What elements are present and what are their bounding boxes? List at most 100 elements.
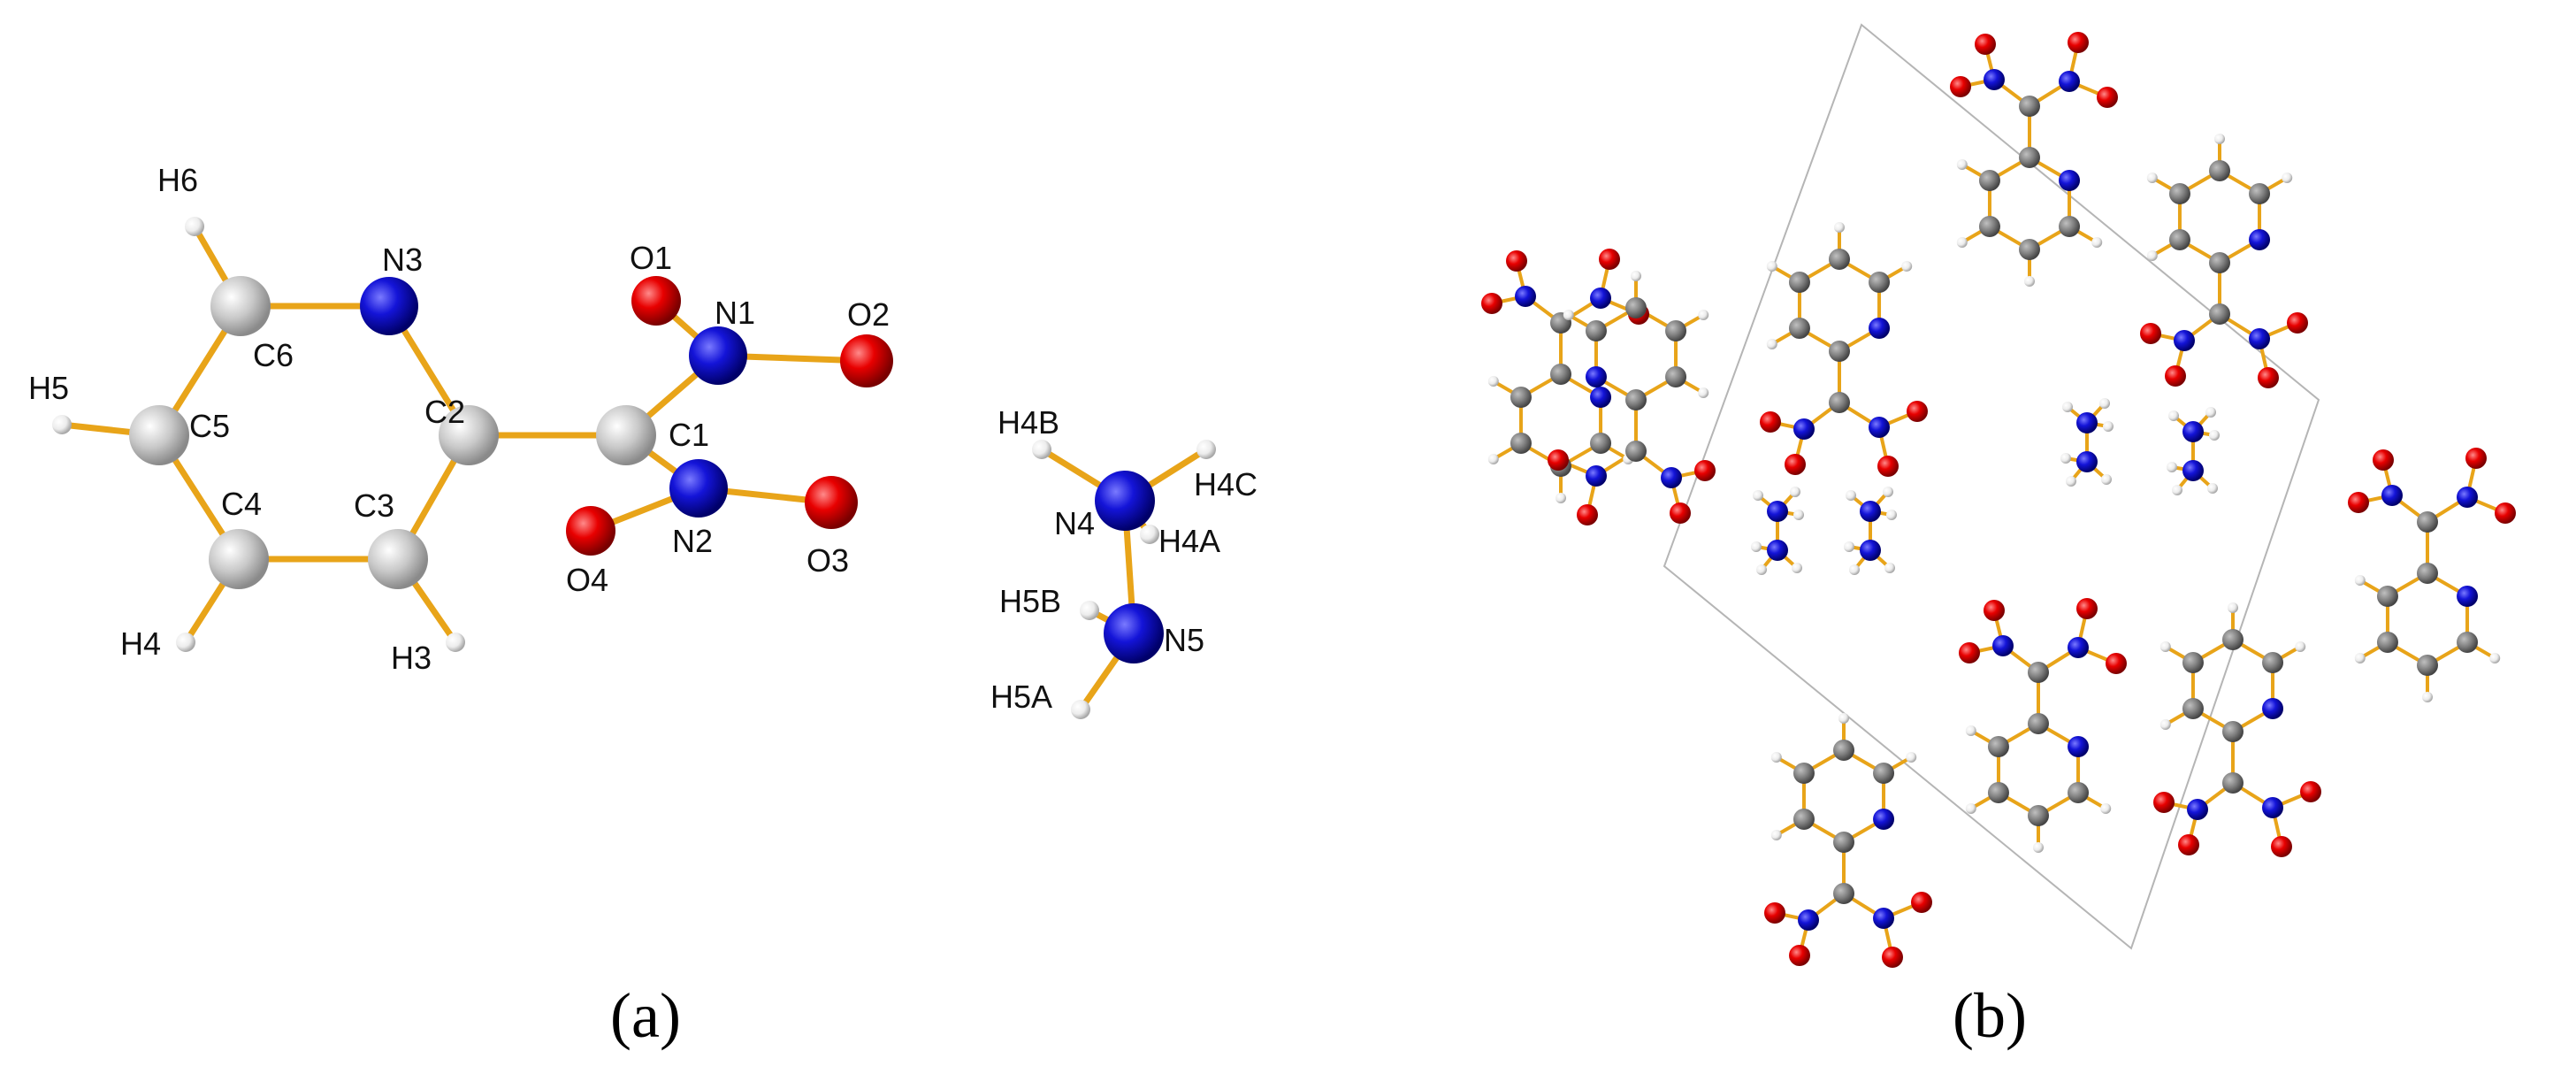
- panel-a-molecule: H6 N3 C6 H5 C5 C2 C4 C3 H4 H3 O1 N1 O2 C…: [28, 162, 1257, 1051]
- atom-packing-o: [1694, 459, 1716, 481]
- label-c1: C1: [669, 417, 709, 453]
- atom-h4b: [1032, 440, 1051, 459]
- atom-packing-o: [1785, 454, 1806, 475]
- atom-packing-h: [2228, 602, 2238, 613]
- atom-packing-n: [2182, 421, 2204, 442]
- atom-packing-o: [1877, 456, 1899, 477]
- atom-packing-n: [1873, 908, 1894, 929]
- atom-packing-h: [1849, 564, 1860, 575]
- label-h6: H6: [157, 162, 198, 198]
- atom-packing-n: [1515, 286, 1536, 307]
- atom-packing-h: [1790, 487, 1800, 497]
- atom-packing-o: [2140, 323, 2161, 344]
- atom-packing-c: [1792, 809, 1815, 830]
- atom-packing-o: [1975, 34, 1996, 55]
- panel-b-atoms: [1481, 32, 2516, 968]
- atom-packing-h: [2207, 483, 2218, 494]
- atom-packing-c: [2222, 772, 2243, 794]
- atom-h4c: [1196, 440, 1216, 459]
- atom-packing-h: [1965, 725, 1976, 736]
- atom-packing-c: [1833, 740, 1854, 761]
- atom-packing-h: [1886, 510, 1897, 520]
- atom-packing-n: [2249, 229, 2271, 250]
- atom-packing-c: [1792, 763, 1815, 784]
- atom-packing-c: [1625, 389, 1647, 410]
- atom-packing-o: [2068, 32, 2089, 53]
- atom-packing-h: [1901, 261, 1913, 272]
- label-n3: N3: [382, 242, 423, 278]
- atom-packing-n: [2457, 586, 2479, 607]
- atom-packing-c: [2068, 782, 2090, 803]
- panel-b-caption: (b): [1953, 980, 2027, 1051]
- atom-packing-c: [2222, 629, 2243, 650]
- atom-packing-h: [2168, 410, 2179, 421]
- atom-packing-n: [1873, 809, 1895, 830]
- atom-packing-o: [2097, 87, 2118, 108]
- atom-n4: [1095, 471, 1155, 531]
- atom-packing-o: [1959, 642, 1980, 663]
- atom-packing-c: [1624, 297, 1647, 318]
- atom-h4: [176, 633, 195, 652]
- atom-n3: [360, 277, 418, 335]
- atom-packing-n: [2381, 485, 2403, 506]
- label-n1: N1: [715, 295, 755, 331]
- atom-packing-c: [2457, 632, 2479, 653]
- atom-packing-c: [1665, 365, 1687, 387]
- atom-packing-n: [1590, 387, 1612, 408]
- atom-packing-h: [1556, 493, 1566, 503]
- atom-packing-h: [2066, 476, 2076, 487]
- panel-a-caption: (a): [610, 980, 681, 1051]
- label-n4: N4: [1054, 505, 1095, 541]
- atom-packing-h: [1883, 487, 1893, 497]
- atom-packing-c: [2376, 632, 2398, 653]
- unit-cell-outline: [1663, 23, 2320, 950]
- atom-packing-h: [2422, 692, 2433, 702]
- atom-packing-n: [1590, 288, 1611, 309]
- atom-packing-c: [1829, 249, 1850, 270]
- atom-h4a: [1140, 525, 1159, 544]
- atom-packing-n: [1767, 540, 1788, 561]
- atom-packing-h: [1906, 752, 1917, 763]
- atom-packing-n: [2059, 170, 2081, 191]
- atom-packing-h: [1630, 271, 1641, 281]
- atom-packing-h: [1698, 309, 1709, 320]
- atom-c2: [439, 405, 499, 465]
- atom-n1: [689, 326, 747, 385]
- atom-packing-h: [2100, 803, 2112, 814]
- atom-packing-h: [1770, 752, 1782, 763]
- atom-packing-h: [1751, 541, 1762, 552]
- atom-n5: [1104, 603, 1164, 663]
- atom-packing-c: [2182, 652, 2204, 673]
- atom-packing-h: [2205, 407, 2216, 418]
- atom-packing-o: [2495, 502, 2516, 524]
- label-o4: O4: [566, 562, 608, 598]
- atom-packing-n: [1860, 540, 1881, 561]
- atom-packing-h: [2295, 641, 2306, 652]
- atom-packing-h: [2062, 402, 2073, 412]
- atom-packing-c: [1788, 318, 1810, 339]
- atom-packing-n: [1767, 501, 1788, 522]
- atom-packing-c: [1829, 341, 1850, 362]
- label-h3: H3: [391, 640, 432, 676]
- label-h5b: H5B: [999, 583, 1061, 619]
- atom-packing-h: [1563, 310, 1574, 321]
- atom-packing-o: [1670, 502, 1692, 524]
- atom-h5a: [1071, 700, 1090, 719]
- atom-packing-n: [2249, 328, 2270, 349]
- atom-packing-o: [1984, 600, 2005, 621]
- atom-packing-n: [2457, 487, 2478, 508]
- label-c4: C4: [221, 486, 262, 522]
- atom-packing-c: [1869, 272, 1891, 293]
- atom-h5b: [1080, 601, 1099, 620]
- atom-packing-c: [2182, 698, 2204, 719]
- atom-packing-c: [2209, 252, 2230, 273]
- panel-a-atom-labels: H6 N3 C6 H5 C5 C2 C4 C3 H4 H3 O1 N1 O2 C…: [28, 162, 1257, 715]
- atom-packing-h: [1487, 376, 1499, 387]
- atom-packing-h: [2101, 474, 2112, 485]
- atom-packing-c: [1987, 736, 2009, 757]
- atom-o4: [566, 506, 615, 556]
- label-c5: C5: [189, 408, 230, 444]
- atom-packing-h: [1698, 387, 1709, 398]
- atom-packing-n: [1860, 501, 1881, 522]
- panel-a-atoms: [52, 217, 1216, 719]
